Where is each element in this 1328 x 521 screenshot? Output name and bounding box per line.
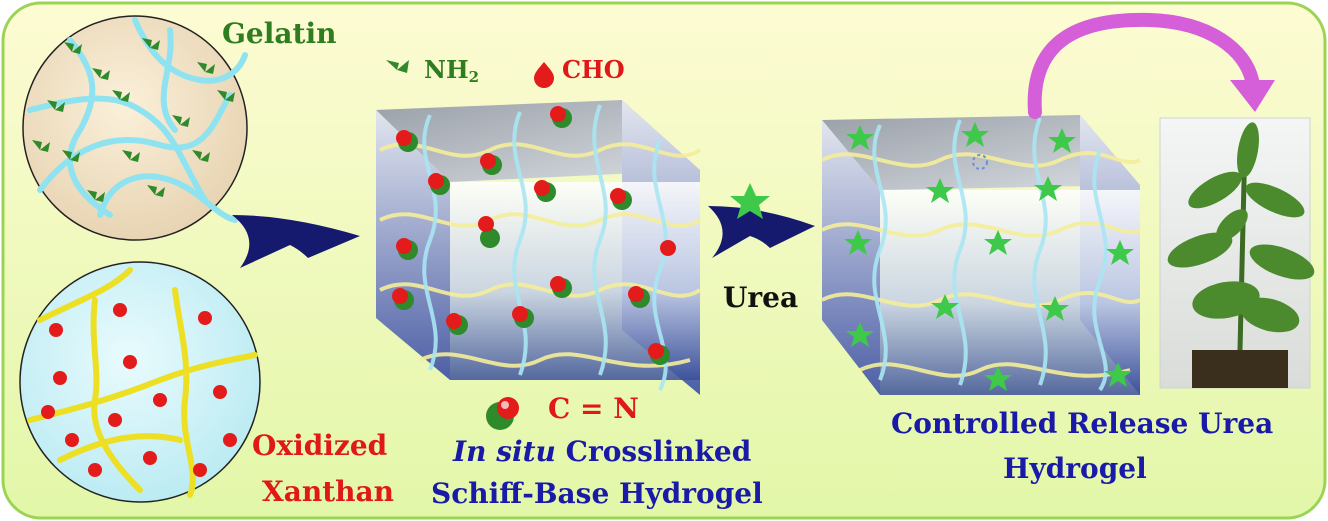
crosslinked-text: Crosslinked [555, 435, 752, 468]
urea-loaded-hydrogel-cube [821, 115, 1141, 395]
controlled-release-label: Controlled Release Urea [891, 407, 1274, 440]
crosslink-nodes [392, 106, 676, 365]
arrow-to-urea-hydrogel [708, 206, 815, 258]
cn-legend-label: C = N [548, 392, 639, 425]
insitu-italic-text: In situ [453, 435, 556, 468]
cn-legend-icon [486, 397, 519, 430]
aldehyde-groups-xanthan [41, 303, 237, 477]
oxidized-label: Oxidized [252, 429, 388, 462]
crosslinked-hydrogel-cube [376, 100, 702, 395]
nh2-legend-icon [386, 60, 409, 73]
cho-legend-label: CHO [562, 55, 625, 84]
amine-groups-gelatin [32, 38, 235, 202]
nh2-main-text: NH [424, 55, 469, 84]
gelatin-label: Gelatin [222, 17, 337, 50]
oxidized-xanthan-circle [19, 261, 261, 503]
urea-stars [844, 122, 1134, 391]
arrow-to-crosslinked [232, 215, 360, 268]
urea-star-icon [730, 183, 770, 219]
nh2-legend-label: NH2 [424, 58, 479, 85]
plant-photo [1159, 117, 1315, 389]
release-arrow-head [1230, 80, 1275, 112]
urea-label: Urea [723, 281, 799, 314]
release-curved-arrow [1027, 12, 1259, 119]
xanthan-label: Xanthan [262, 475, 395, 508]
hydrogel-label: Hydrogel [1003, 452, 1147, 485]
nh2-subscript: 2 [468, 68, 480, 86]
insitu-crosslinked-label: In situ Crosslinked [453, 438, 751, 466]
schiff-base-label: Schiff-Base Hydrogel [431, 477, 763, 510]
cho-legend-icon [534, 62, 554, 88]
gelatin-circle [22, 15, 248, 241]
